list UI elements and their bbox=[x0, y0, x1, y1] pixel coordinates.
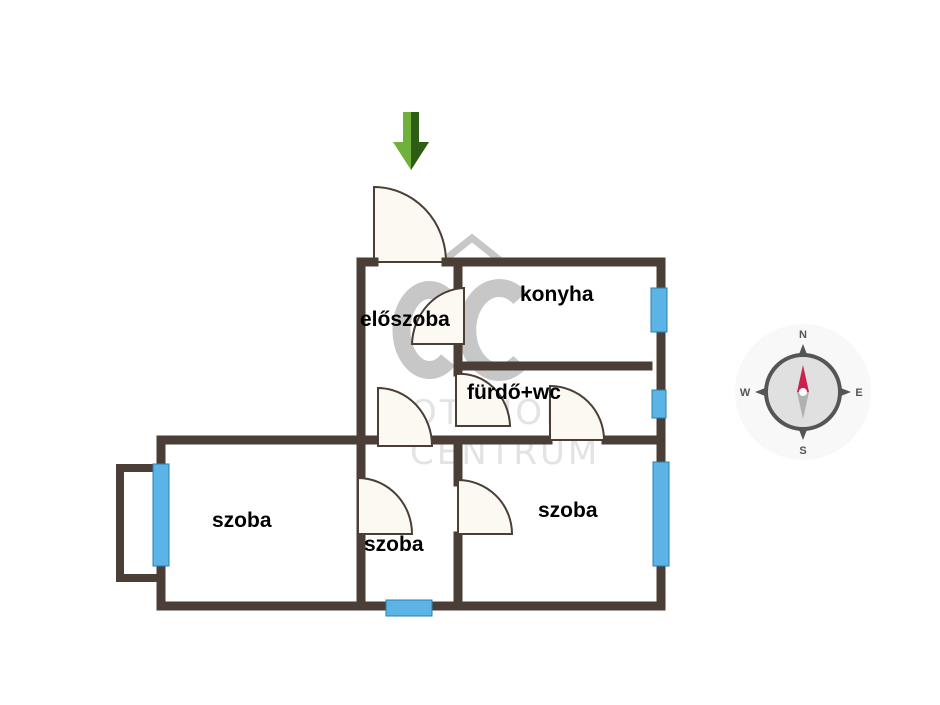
walls bbox=[116, 257, 666, 611]
compass-east-label: E bbox=[855, 387, 862, 399]
windows bbox=[152, 287, 670, 617]
middle-room-door bbox=[357, 476, 414, 535]
room-label-right-room: szoba bbox=[538, 499, 598, 522]
room-label-left-room: szoba bbox=[212, 509, 272, 532]
compass-needle-south bbox=[797, 392, 809, 419]
entrance-door bbox=[373, 185, 448, 263]
bathroom-window bbox=[651, 389, 667, 419]
left-room-door bbox=[377, 386, 434, 447]
interior-doors bbox=[357, 286, 606, 535]
right-room-door bbox=[457, 478, 514, 535]
middle-room-window bbox=[385, 599, 433, 617]
compass-south-label: S bbox=[799, 445, 806, 457]
compass-west-label: W bbox=[740, 387, 751, 399]
room-label-bathroom: fürdő+wc bbox=[467, 381, 561, 404]
down-arrow-icon bbox=[393, 112, 429, 170]
compass-needle-north bbox=[797, 365, 809, 392]
room-label-kitchen: konyha bbox=[520, 283, 594, 306]
room-label-middle-room: szoba bbox=[364, 533, 424, 556]
watermark-roof-icon bbox=[439, 233, 505, 265]
watermark-c-letter bbox=[458, 279, 527, 381]
right-room-window bbox=[652, 461, 670, 567]
compass-north-label: N bbox=[799, 329, 807, 341]
bathroom-door-top bbox=[455, 372, 512, 427]
compass-icon: N S E W bbox=[735, 324, 871, 460]
kitchen-door bbox=[410, 286, 465, 345]
left-room-window bbox=[152, 463, 170, 567]
room-label-hallway: előszoba bbox=[360, 308, 450, 331]
watermark-o-letter bbox=[392, 281, 456, 379]
kitchen-window bbox=[650, 287, 668, 333]
bathroom-door bbox=[549, 384, 606, 441]
